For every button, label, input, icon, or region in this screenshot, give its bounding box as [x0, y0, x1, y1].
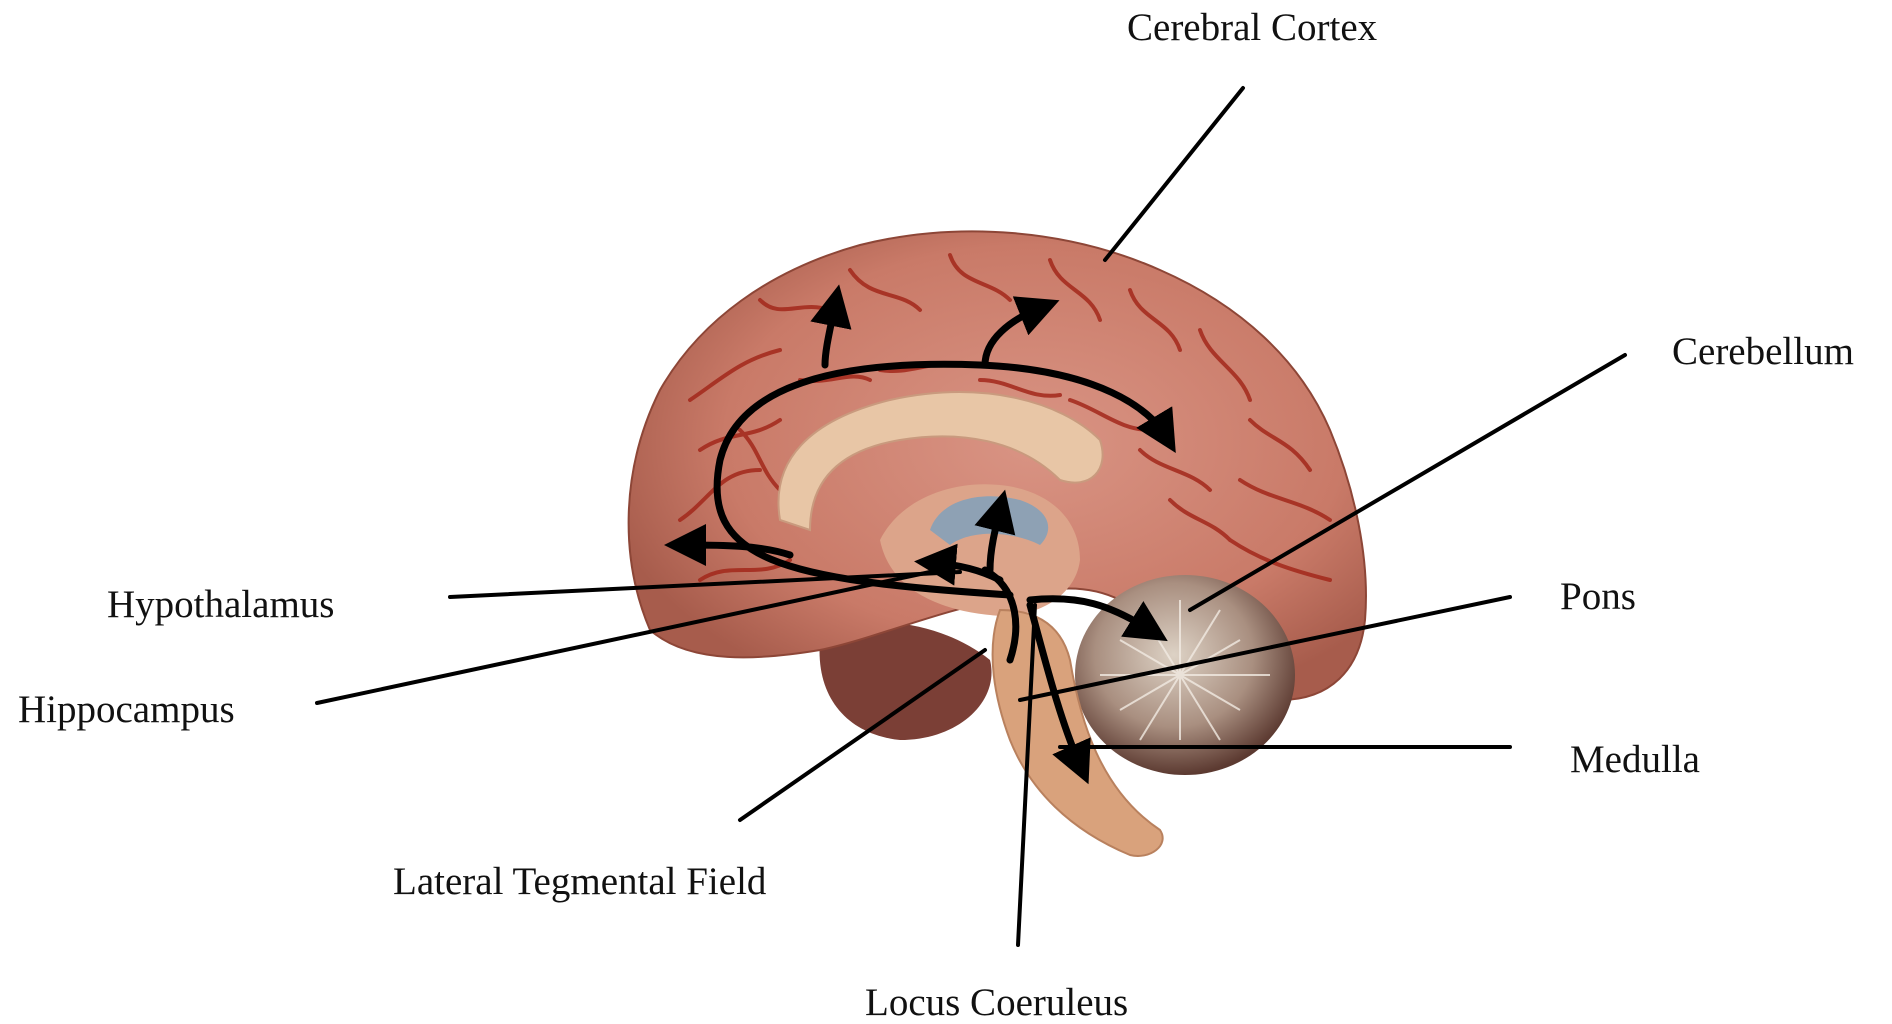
label-hypothalamus: Hypothalamus — [107, 585, 334, 624]
label-locus-coeruleus: Locus Coeruleus — [865, 983, 1128, 1022]
label-hippocampus: Hippocampus — [18, 690, 235, 729]
leader-cerebral-cortex — [1105, 88, 1243, 260]
label-lateral-tegmental-field: Lateral Tegmental Field — [393, 862, 766, 901]
label-pons: Pons — [1560, 577, 1636, 616]
label-cerebellum: Cerebellum — [1672, 332, 1854, 371]
label-medulla: Medulla — [1570, 740, 1700, 779]
label-cerebral-cortex: Cerebral Cortex — [1127, 8, 1377, 47]
